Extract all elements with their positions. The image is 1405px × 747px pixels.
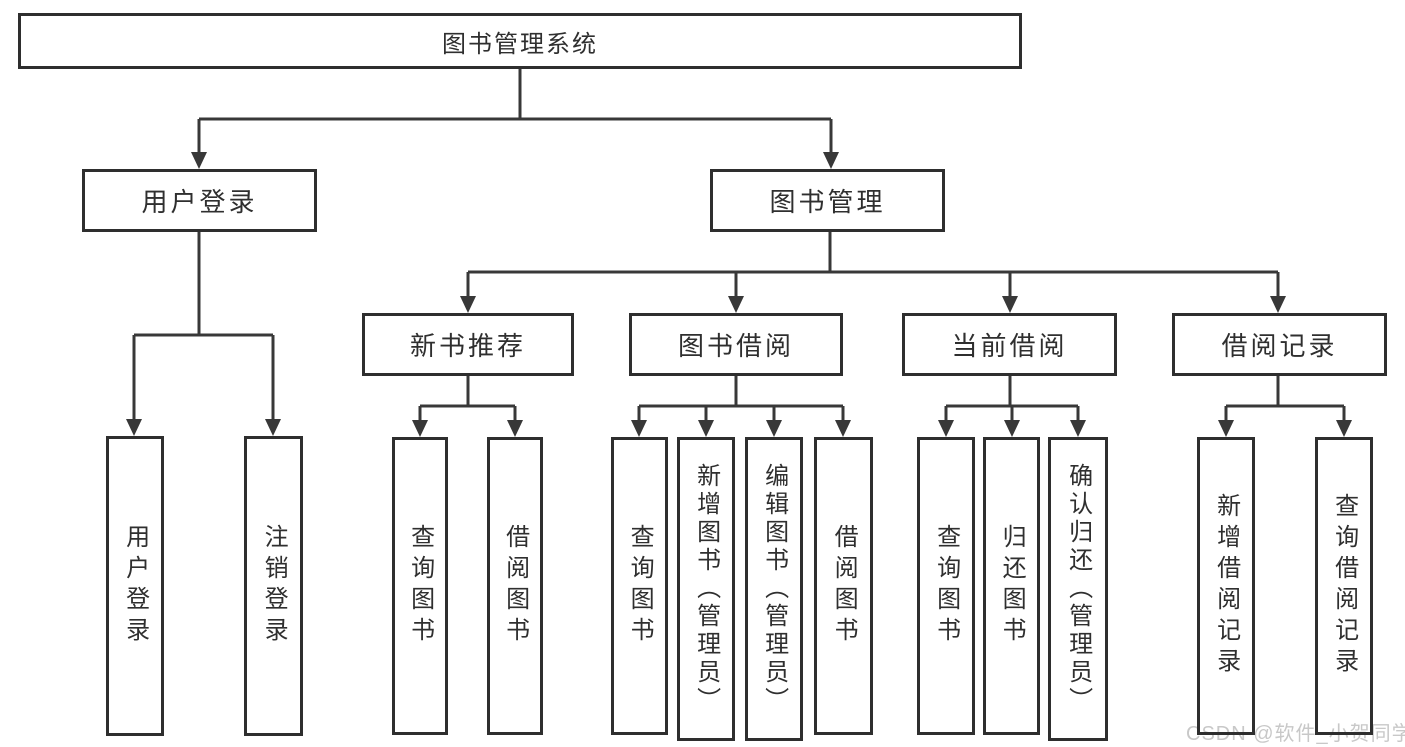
node-label: 图书管理系统 xyxy=(442,30,598,58)
node-label: 新增图书（管理员） xyxy=(692,463,720,715)
node-user-login: 用户登录 xyxy=(82,169,317,232)
node-label: 图书借阅 xyxy=(677,331,794,361)
leaf-borrowing-borrow-book: 借阅图书 xyxy=(814,437,873,735)
node-current-borrowing: 当前借阅 xyxy=(902,313,1117,376)
node-label: 用户登录 xyxy=(121,524,149,648)
node-borrowing-records: 借阅记录 xyxy=(1172,313,1387,376)
leaf-query-borrow-record: 查询借阅记录 xyxy=(1315,437,1373,735)
leaf-add-borrow-record: 新增借阅记录 xyxy=(1197,437,1255,735)
node-new-book-recommend: 新书推荐 xyxy=(362,313,574,376)
node-label: 查询借阅记录 xyxy=(1330,493,1358,679)
leaf-current-query-book: 查询图书 xyxy=(917,437,975,735)
leaf-confirm-return-admin: 确认归还（管理员） xyxy=(1048,437,1108,741)
node-label: 查询图书 xyxy=(406,524,434,648)
leaf-edit-book-admin: 编辑图书（管理员） xyxy=(745,437,803,741)
node-label: 当前借阅 xyxy=(951,331,1068,361)
leaf-recommend-query-book: 查询图书 xyxy=(392,437,448,735)
node-label: 注销登录 xyxy=(260,524,288,648)
connector-lines xyxy=(132,68,1346,421)
node-label: 借阅图书 xyxy=(501,524,529,648)
node-label: 确认归还（管理员） xyxy=(1064,463,1092,715)
node-label: 归还图书 xyxy=(998,524,1026,648)
leaf-user-login: 用户登录 xyxy=(106,436,164,736)
node-label: 查询图书 xyxy=(932,524,960,648)
node-label: 新书推荐 xyxy=(409,331,526,361)
node-label: 新增借阅记录 xyxy=(1212,493,1240,679)
leaf-add-book-admin: 新增图书（管理员） xyxy=(677,437,735,741)
node-label: 借阅记录 xyxy=(1221,331,1338,361)
leaf-recommend-borrow-book: 借阅图书 xyxy=(487,437,543,735)
node-label: 图书管理 xyxy=(769,187,886,217)
leaf-borrowing-query-book: 查询图书 xyxy=(611,437,668,735)
csdn-watermark: CSDN @软件_小贺同学 xyxy=(1186,723,1405,745)
node-label: 借阅图书 xyxy=(830,524,858,648)
node-book-borrowing: 图书借阅 xyxy=(629,313,843,376)
leaf-logout: 注销登录 xyxy=(244,436,303,736)
node-label: 用户登录 xyxy=(141,187,258,217)
node-label: 编辑图书（管理员） xyxy=(760,463,788,715)
node-book-management: 图书管理 xyxy=(710,169,945,232)
node-book-management-system: 图书管理系统 xyxy=(18,13,1022,69)
node-label: 查询图书 xyxy=(626,524,654,648)
leaf-return-book: 归还图书 xyxy=(983,437,1040,735)
